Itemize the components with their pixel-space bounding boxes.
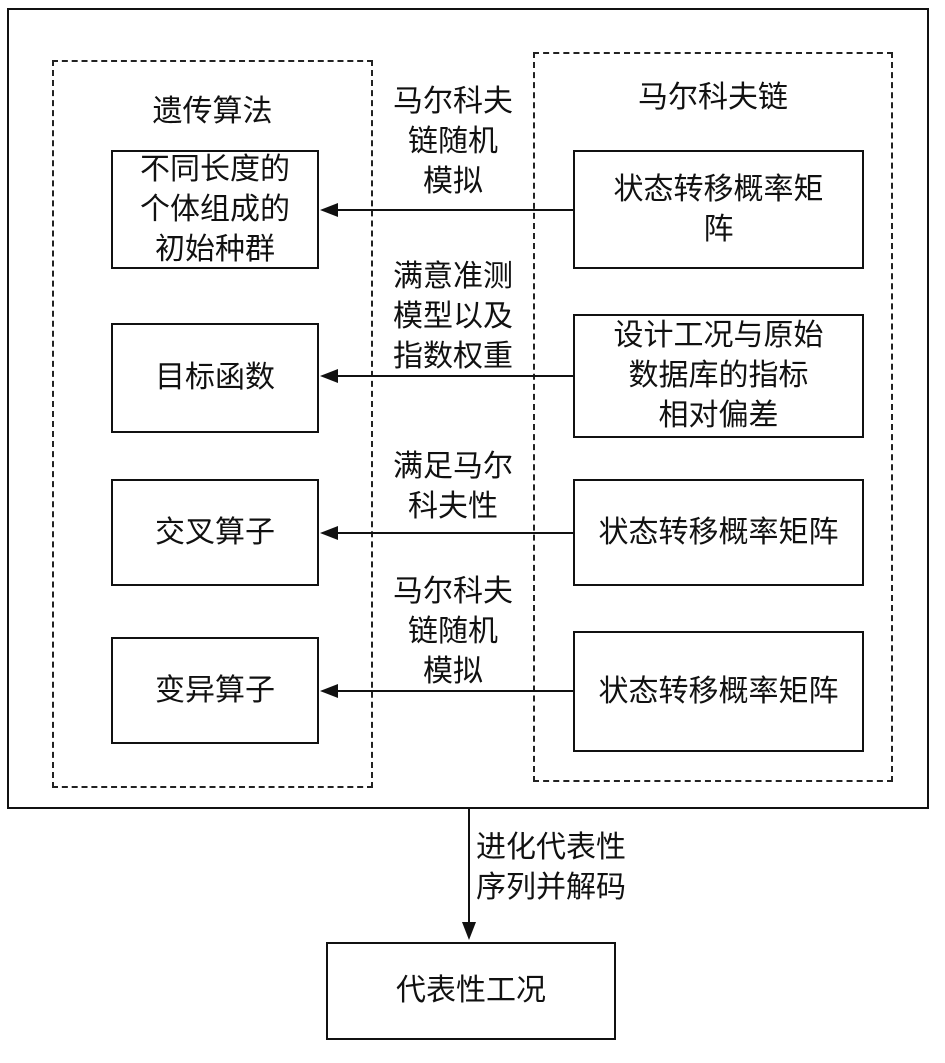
objective-function-box: 目标函数 bbox=[111, 323, 319, 433]
initial-population-box: 不同长度的 个体组成的 初始种群 bbox=[111, 150, 319, 269]
representative-condition-box: 代表性工况 bbox=[326, 942, 616, 1040]
genetic-algorithm-title: 遗传算法 bbox=[152, 94, 273, 129]
output-arrow-label: 进化代表性 序列并解码 bbox=[476, 830, 626, 905]
connector-label-3: 满足马尔 科夫性 bbox=[393, 449, 513, 524]
transition-matrix-box-3: 状态转移概率矩阵 bbox=[573, 631, 864, 752]
relative-deviation-box: 设计工况与原始 数据库的指标 相对偏差 bbox=[573, 314, 864, 438]
transition-matrix-box-2: 状态转移概率矩阵 bbox=[573, 479, 864, 586]
genetic-algorithm-group bbox=[52, 60, 373, 788]
markov-chain-group bbox=[533, 52, 893, 782]
connector-label-1: 马尔科夫 链随机 模拟 bbox=[393, 84, 513, 199]
connector-label-4: 马尔科夫 链随机 模拟 bbox=[393, 574, 513, 689]
arrow-frame-to-result bbox=[462, 809, 476, 940]
mutation-operator-box: 变异算子 bbox=[111, 637, 319, 744]
connector-label-2: 满意准测 模型以及 指数权重 bbox=[393, 259, 513, 374]
outer-frame bbox=[7, 8, 929, 809]
transition-matrix-box-1: 状态转移概率矩 阵 bbox=[573, 150, 864, 269]
crossover-operator-box: 交叉算子 bbox=[111, 479, 319, 586]
markov-chain-title: 马尔科夫链 bbox=[638, 80, 788, 115]
